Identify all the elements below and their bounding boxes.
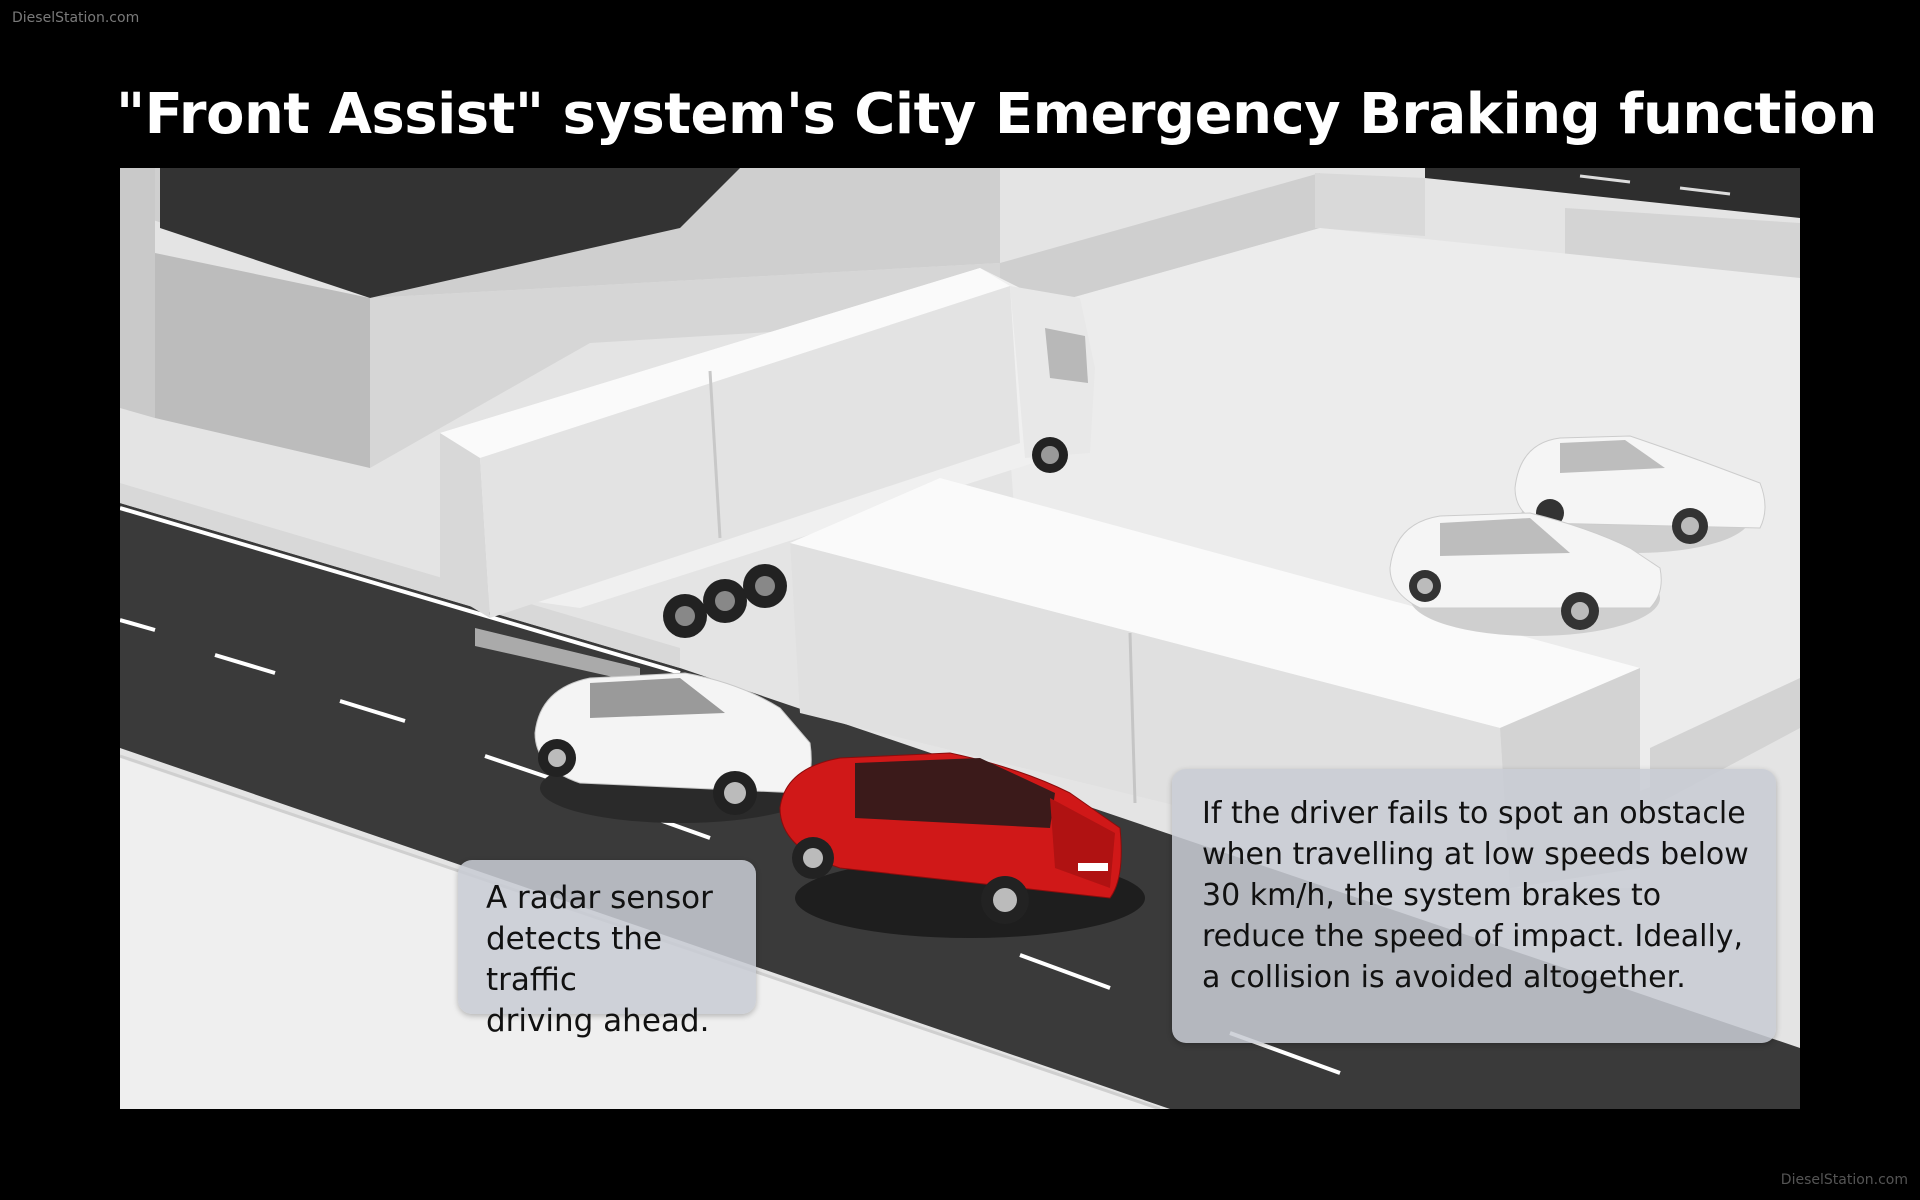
parked-car-2: [1389, 512, 1662, 636]
scene-svg: [120, 168, 1800, 1109]
white-hatchback: [534, 672, 820, 823]
lorry-rear: [440, 268, 1095, 683]
braking-text: If the driver fails to spot an obstacle …: [1202, 796, 1749, 995]
watermark-bottom: DieselStation.com: [1780, 1172, 1908, 1188]
page-title: "Front Assist" system's City Emergency B…: [116, 82, 1877, 147]
red-estate-car: [779, 752, 1145, 938]
radar-sensor-callout: A radar sensor detects the traffic drivi…: [458, 860, 756, 1039]
braking-callout: If the driver fails to spot an obstacle …: [1172, 769, 1776, 1043]
watermark-top: DieselStation.com: [12, 10, 140, 26]
scene-illustration: A radar sensor detects the traffic drivi…: [120, 168, 1800, 1109]
radar-sensor-text: A radar sensor detects the traffic drivi…: [486, 880, 713, 1039]
